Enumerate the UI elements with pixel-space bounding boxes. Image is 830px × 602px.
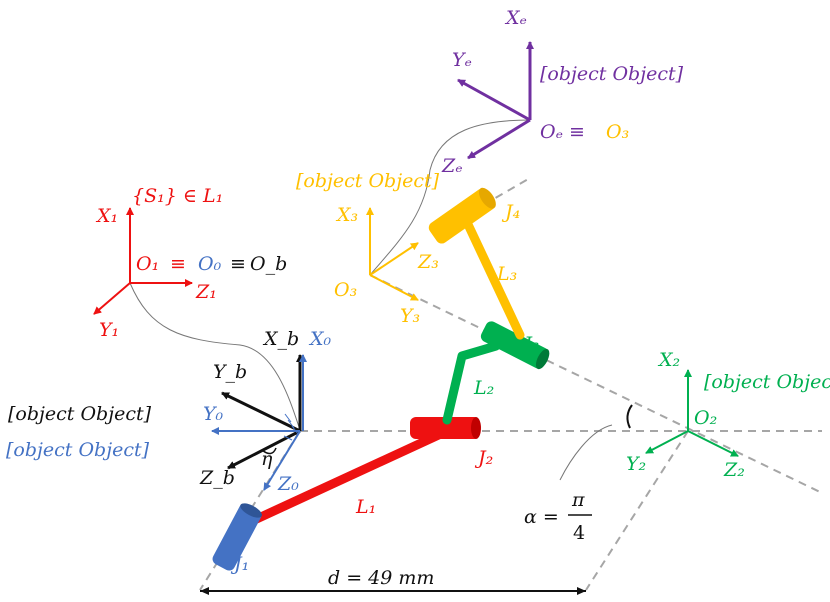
frame-sb-axes [221, 354, 304, 470]
joint-j2-cylinder [410, 417, 481, 439]
angle-alpha-arc [626, 404, 633, 429]
origin-equiv-2: ≡ [230, 253, 246, 275]
axis-z2-label: Z₂ [723, 459, 745, 481]
link-l3-bar [460, 213, 525, 340]
frame-s2-label: [object Object] [704, 371, 830, 393]
angle-eta-arc [261, 447, 277, 455]
frame-s2-axes [645, 369, 739, 457]
axis-y2-arrow [645, 430, 689, 454]
link-l2-label: L₂ [473, 377, 494, 399]
parallelogram-right-edge [585, 430, 689, 591]
joint-j1-cylinder [212, 503, 262, 571]
axis-x2-label: X₂ [657, 349, 680, 371]
origin-o2-label: O₂ [694, 407, 717, 429]
frame-s1-axes [93, 207, 193, 315]
axis-ye-label: Yₑ [452, 49, 472, 71]
frame-s3-label: [object Object] [296, 170, 440, 192]
origin-ob-label: O_b [250, 253, 287, 275]
axis-xb-label: X_b [262, 328, 299, 350]
angle-alpha-lhs: α = [524, 506, 559, 528]
frame-s0-label: [object Object] [6, 439, 150, 461]
axis-z0-label: Z₀ [277, 473, 299, 495]
angle-alpha-num: π [571, 489, 585, 511]
frame-se-label: [object Object] [540, 63, 684, 85]
origin-oe-o3-label: O₃ [606, 121, 629, 143]
angle-alpha-den: 4 [573, 522, 585, 544]
axis-yb-arrow [221, 391, 301, 433]
axis-x0-label: X₀ [308, 328, 332, 350]
axis-zb-arrow [227, 429, 301, 470]
axis-z1-label: Z₁ [195, 281, 217, 303]
axis-y3-arrow [369, 274, 419, 301]
axis-z3-label: Z₃ [417, 251, 439, 273]
joint-j3-cylinder [480, 321, 550, 370]
axis-yb-label: Y_b [213, 361, 247, 383]
frame-se-axes [457, 41, 534, 160]
dimension-label: d = 49 mm [328, 567, 434, 589]
axis-z0-arrow [263, 430, 301, 491]
link-l1-label: L₁ [355, 496, 376, 518]
curve-o1-to-base [129, 282, 301, 431]
manipulator [212, 187, 550, 571]
joint-j4-cylinder [428, 187, 496, 244]
axis-z3-arrow [369, 242, 419, 276]
angle-eta-label: η [261, 448, 273, 470]
frame-s0-axes [211, 354, 307, 491]
ground-hatch [283, 413, 299, 441]
axis-x1-label: X₁ [95, 205, 118, 227]
axis-y3-label: Y₃ [400, 305, 420, 327]
link-l1-bar [245, 427, 450, 527]
curve-alpha-pointer [559, 424, 613, 481]
joint-j4-label: J₄ [501, 201, 520, 223]
joint-j1-label: J₁ [230, 553, 249, 575]
axis-y2-label: Y₂ [626, 453, 646, 475]
axis-y0-label: Y₀ [203, 403, 224, 425]
origin-o0-label: O₀ [198, 253, 222, 275]
origin-o3-label: O₃ [334, 279, 357, 301]
axis-zb-label: Z_b [199, 467, 235, 489]
connector-curves [129, 119, 613, 481]
origin-o1-label: O₁ [136, 253, 159, 275]
axis-ze-arrow [467, 118, 531, 160]
frame-sb-label: [object Object] [8, 403, 152, 425]
frame-s3-axes [366, 207, 419, 301]
origin-oe-label: Oₑ ≡ [540, 121, 585, 143]
origin-equiv-1: ≡ [170, 253, 186, 275]
axis-y1-label: Y₁ [99, 319, 119, 341]
frame-s1-label: {S₁} ∈ L₁ [132, 185, 223, 207]
joint-j2-label: J₂ [474, 447, 493, 469]
axis-x3-label: X₃ [335, 204, 358, 226]
joint-j3-label: J₃ [520, 333, 539, 355]
axis-ze-label: Zₑ [441, 155, 463, 177]
axis-xe-label: Xₑ [504, 7, 527, 29]
link-l3-label: L₃ [496, 263, 517, 285]
axis-y1-arrow [93, 282, 131, 315]
curve-o3-to-oe [369, 119, 531, 276]
axis-ye-arrow [457, 78, 531, 122]
link-l2-bar [442, 341, 501, 425]
axis-z2-arrow [687, 430, 739, 457]
